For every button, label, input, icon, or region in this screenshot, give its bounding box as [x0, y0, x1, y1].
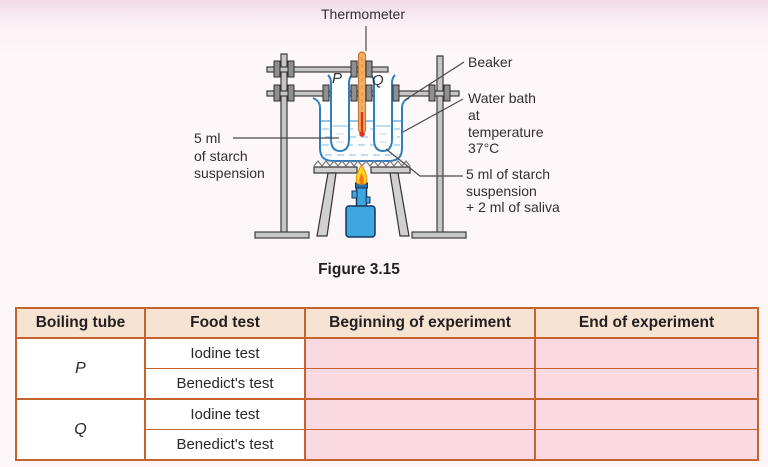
retort-stand-left [254, 53, 310, 239]
thermometer-shape [357, 51, 367, 137]
answer-cell [304, 368, 536, 400]
bunsen-burner [345, 182, 376, 238]
tripod [313, 166, 411, 237]
col-header-food-test: Food test [144, 307, 306, 339]
flame-icon [355, 164, 368, 185]
col-header-beginning: Beginning of experiment [304, 307, 536, 339]
starch-saliva-label: 5 ml of starch suspension + 2 ml of sali… [466, 166, 560, 215]
food-test-cell: Benedict's test [144, 429, 306, 461]
leader-lines [233, 26, 465, 177]
tube-cell-p: P [15, 337, 146, 400]
starch-only-label: 5 ml of starch suspension [194, 130, 265, 181]
food-test-cell: Iodine test [144, 398, 306, 430]
apparatus-drawing [233, 26, 467, 239]
answer-cell [304, 337, 536, 369]
thermometer-label: Thermometer [320, 6, 406, 22]
tube-cell-q: Q [15, 398, 146, 461]
boiling-tube-p-shape [327, 74, 353, 153]
table-row: Q Iodine test [15, 398, 759, 461]
food-test-cell: Iodine test [144, 337, 306, 369]
water-bath-label: Water bath at temperature 37°C [468, 90, 544, 157]
header-row: Boiling tube Food test Beginning of expe… [15, 307, 759, 339]
answer-cell [534, 337, 759, 369]
tube-q-label: Q [372, 72, 384, 89]
answer-cell [304, 398, 536, 430]
boiling-tube-q-shape [370, 74, 396, 153]
clamp-bosses [273, 60, 451, 102]
beaker-label: Beaker [468, 54, 513, 70]
food-test-cell: Benedict's test [144, 368, 306, 400]
answer-cell [534, 429, 759, 461]
figure-caption: Figure 3.15 [318, 261, 400, 278]
table-row: Benedict's test [16, 368, 759, 400]
tube-p-label: P [332, 70, 343, 87]
answer-cell [304, 429, 536, 461]
table-row: Benedict's test [16, 429, 759, 461]
retort-stand-right [411, 55, 467, 239]
answer-cell [534, 398, 759, 430]
clamp-bar-upper [266, 66, 389, 73]
col-header-end: End of experiment [534, 307, 759, 339]
table-row: P Iodine test [15, 337, 759, 400]
answer-cell [534, 368, 759, 400]
results-table-wrap: Boiling tube Food test Beginning of expe… [15, 307, 759, 461]
col-header-boiling-tube: Boiling tube [15, 307, 146, 339]
results-table: Boiling tube Food test Beginning of expe… [15, 307, 759, 461]
experiment-diagram: Thermometer P Q Beaker Water bath at tem… [194, 6, 560, 278]
